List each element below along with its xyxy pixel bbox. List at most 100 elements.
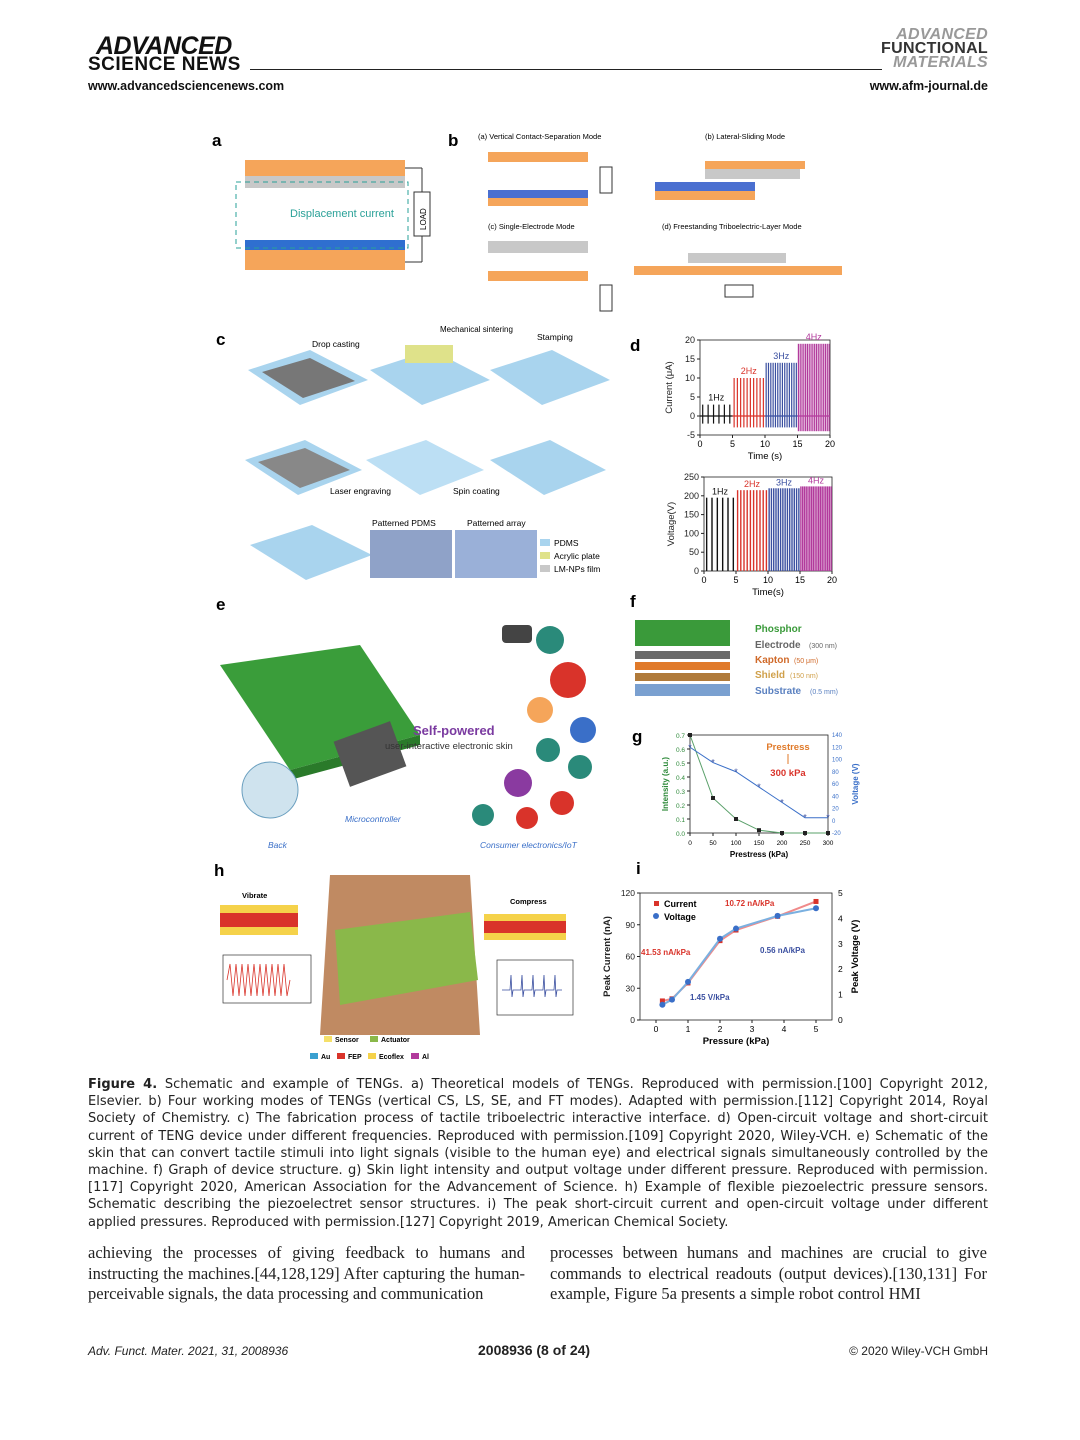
y-tick-label: 30: [626, 983, 636, 993]
layer-substrate-thickness: (0.5 mm): [810, 689, 838, 696]
y-tick-label: 5: [690, 392, 695, 402]
y-tick-label: 0: [694, 566, 699, 576]
legend-voltage-marker: [653, 913, 659, 919]
slope-annotation: 1.45 V/kPa: [690, 993, 730, 1002]
url-right[interactable]: www.afm-journal.de: [869, 79, 988, 93]
figure-4: a Displacement current LOAD b (a) Vertic…: [212, 131, 861, 1061]
x-axis-label: Time(s): [752, 587, 784, 598]
legend-lm-nps: LM-NPs film: [554, 564, 600, 574]
intensity-point: [711, 796, 715, 800]
y-axis-label: Intensity (a.u.): [661, 757, 670, 812]
y-tick-label: 0.5: [676, 761, 685, 768]
y-tick-label: 0.6: [676, 747, 685, 754]
intensity-point: [757, 828, 761, 833]
panel-label-c: c: [216, 330, 225, 349]
voltage-point: [659, 1001, 666, 1008]
slope-annotation: 0.56 nA/kPa: [760, 946, 805, 955]
series-label: 3Hz: [773, 351, 790, 361]
url-left[interactable]: www.advancedsciencenews.com: [88, 79, 285, 93]
y2-tick-label: 0: [838, 1015, 843, 1025]
journal-logo-left-line2: SCIENCE NEWS: [88, 54, 241, 75]
series-label: 1Hz: [708, 393, 725, 403]
x-tick-label: 10: [763, 575, 773, 585]
panel-label-g: g: [632, 727, 642, 746]
patterned-array-label: Patterned array: [467, 518, 526, 528]
y-tick-label: -5: [687, 430, 695, 440]
body-text-left: achieving the processes of giving feedba…: [88, 1243, 525, 1303]
x-tick-label: 15: [792, 439, 802, 449]
y2-tick-label: 4: [838, 913, 843, 923]
x-tick-label: 5: [814, 1024, 819, 1034]
load-label-a: LOAD: [419, 208, 428, 230]
voltage-point: [685, 978, 691, 985]
footer-page: 2008936 (8 of 24): [478, 1342, 591, 1358]
series-label: 3Hz: [776, 477, 793, 487]
x-tick-label: 0: [697, 439, 702, 449]
panel-h-illustration: Vibrate Compress Sensor Actuator Au FEP …: [220, 875, 574, 1061]
legend-acrylic: Acrylic plate: [554, 551, 600, 561]
voltage-point: *: [688, 742, 692, 752]
mechanical-sintering-label: Mechanical sintering: [440, 325, 513, 334]
body-text-right: processes between humans and machines ar…: [550, 1243, 987, 1303]
series-label: 1Hz: [712, 487, 729, 497]
y-tick-label: 60: [626, 952, 636, 962]
y-axis-label: Current (μA): [664, 361, 675, 413]
legend-au: Au: [321, 1054, 330, 1061]
y-tick-label: 90: [626, 920, 636, 930]
y2-tick-label: 0: [832, 819, 836, 825]
voltage-point: *: [780, 797, 784, 807]
y-tick-label: 150: [684, 510, 699, 520]
y2-tick-label: 100: [832, 758, 843, 764]
y-tick-label: 0.2: [676, 803, 685, 810]
y-tick-label: 50: [689, 547, 699, 557]
patterned-pdms-label: Patterned PDMS: [372, 518, 436, 528]
y2-tick-label: -20: [832, 831, 841, 837]
x-axis-label: Time (s): [748, 451, 782, 462]
panel-label-f: f: [630, 592, 636, 611]
spin-coating-label: Spin coating: [453, 486, 500, 496]
stamping-label: Stamping: [537, 332, 573, 342]
intensity-point: [780, 831, 784, 835]
legend-fep: FEP: [348, 1054, 362, 1061]
intensity-point: [803, 831, 807, 835]
caption-text: Schematic and example of TENGs. a) Theor…: [88, 1077, 989, 1230]
y-tick-label: 200: [684, 491, 699, 501]
panel-e-illustration: Self-powered user-interactive electronic…: [220, 625, 596, 850]
y2-tick-label: 140: [832, 733, 843, 739]
mode-a-label: (a) Vertical Contact-Separation Mode: [478, 132, 601, 141]
current-point: [813, 898, 819, 904]
current-point: [659, 998, 665, 1004]
panel-label-d: d: [630, 336, 640, 355]
voltage-point: [717, 935, 723, 942]
voltage-point: *: [803, 813, 807, 823]
x-tick-label: 15: [795, 575, 805, 585]
legend-current: Current: [664, 899, 697, 909]
series-label: 4Hz: [806, 332, 823, 342]
voltage-point: *: [757, 782, 761, 792]
y-tick-label: 0.4: [676, 775, 685, 782]
voltage-point: [733, 925, 739, 932]
vibrate-label: Vibrate: [242, 891, 267, 900]
mode-b-label: (b) Lateral-Sliding Mode: [705, 132, 785, 141]
layer-substrate: Substrate: [755, 686, 802, 697]
layer-phosphor: Phosphor: [755, 624, 802, 635]
layer-kapton: Kapton: [755, 655, 789, 666]
y-tick-label: 15: [685, 354, 695, 364]
y2-tick-label: 1: [838, 990, 843, 1000]
intensity-point: [688, 733, 692, 737]
annotation: 300 kPa: [770, 768, 806, 779]
panel-label-h: h: [214, 861, 224, 880]
y-tick-label: 250: [684, 472, 699, 482]
x-tick-label: 4: [782, 1024, 787, 1034]
intensity-point: [734, 817, 738, 821]
voltage-point: [774, 912, 781, 919]
y-tick-label: 0: [630, 1015, 635, 1025]
layer-kapton-thickness: (50 μm): [794, 658, 818, 665]
x-tick-label: 200: [777, 840, 788, 847]
legend-current-marker: [654, 901, 659, 906]
x-tick-label: 5: [730, 439, 735, 449]
series-label: 4Hz: [808, 475, 825, 485]
self-powered-label: Self-powered: [413, 723, 495, 738]
